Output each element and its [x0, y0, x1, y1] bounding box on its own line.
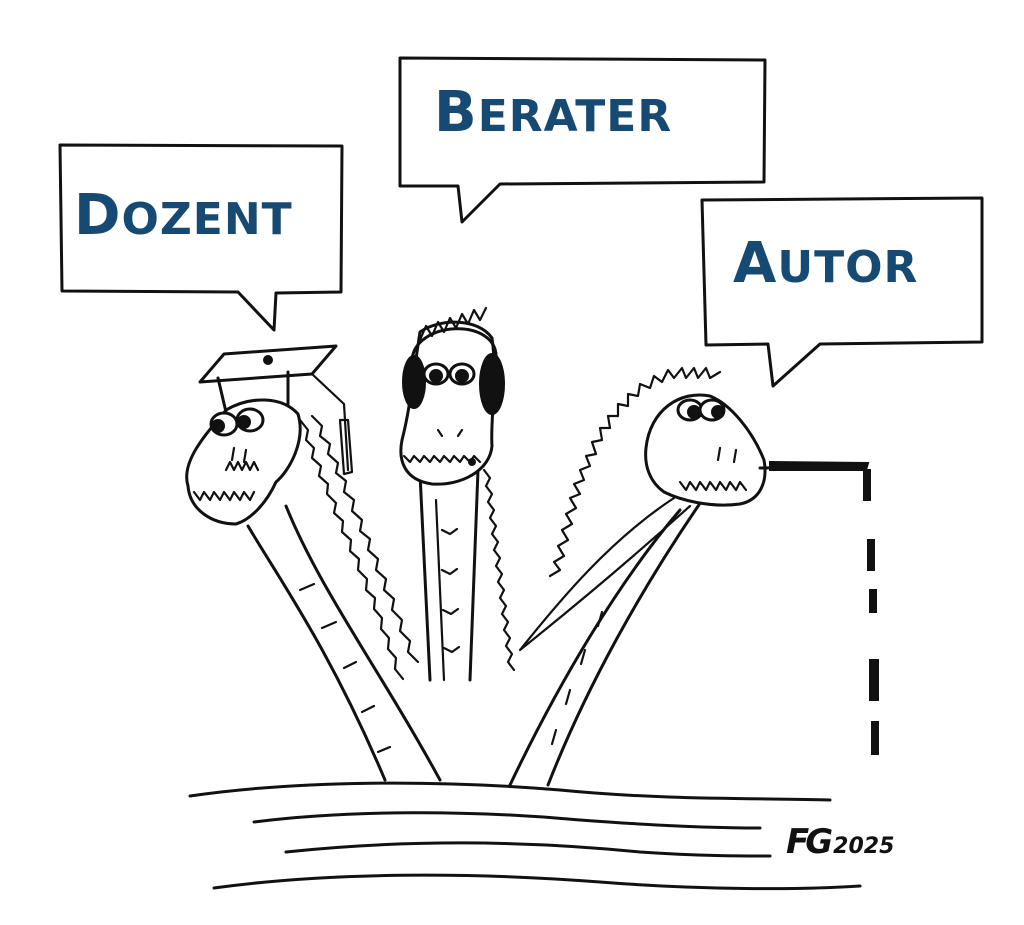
label-berater-rest: ERATER — [477, 91, 673, 142]
middle-head — [399, 306, 505, 486]
right-head — [644, 393, 767, 507]
speech-bubble-dozent — [58, 143, 344, 332]
label-berater: BERATER — [434, 85, 672, 141]
left-neck — [246, 414, 442, 782]
label-autor-initial: A — [733, 231, 778, 296]
left-head — [185, 344, 354, 526]
fishing-rod — [758, 460, 879, 755]
water-waves — [188, 781, 862, 891]
right-neck — [508, 366, 722, 787]
label-dozent-rest: OZENT — [121, 194, 293, 245]
label-berater-initial: B — [434, 80, 478, 145]
signature-year: 2025 — [833, 834, 895, 859]
label-dozent-initial: D — [74, 183, 122, 248]
label-autor: AUTOR — [733, 236, 918, 292]
label-dozent: DOZENT — [74, 188, 293, 244]
middle-neck — [418, 468, 516, 682]
speech-bubble-autor — [700, 196, 984, 388]
signature-initials: FG — [786, 822, 833, 862]
speech-bubble-berater — [398, 56, 767, 224]
label-autor-rest: UTOR — [777, 242, 919, 293]
